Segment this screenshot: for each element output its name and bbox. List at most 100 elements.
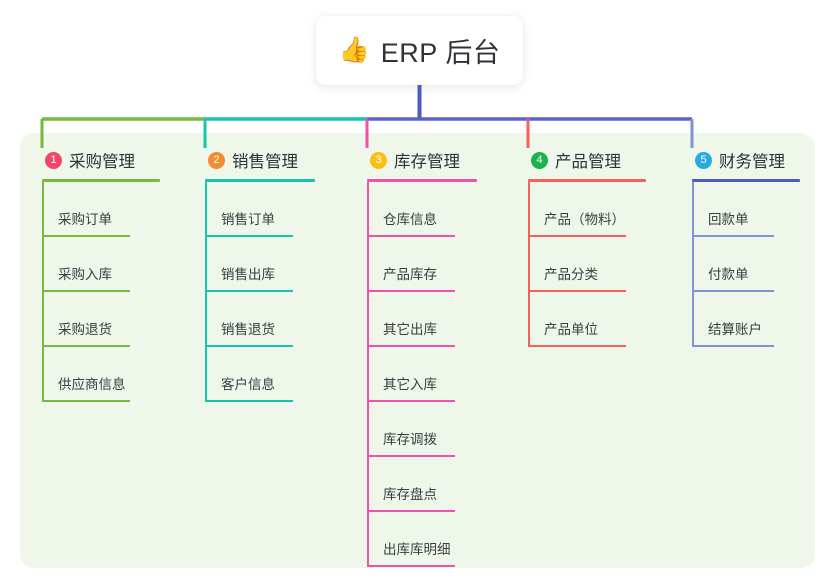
branch-column-5: 5 财务管理回款单付款单结算账户 [692, 143, 800, 347]
branch-item[interactable]: 其它出库 [367, 292, 477, 347]
branch-item-label: 销售退货 [221, 322, 275, 337]
branch-header-5[interactable]: 5 财务管理 [692, 143, 800, 177]
branch-item-label: 产品单位 [544, 322, 598, 337]
branch-item[interactable]: 采购入库 [42, 237, 160, 292]
branch-item-rule [692, 235, 774, 237]
branch-item-rule [692, 290, 774, 292]
branch-item-rule [367, 565, 455, 567]
branch-item-rule [205, 345, 293, 347]
branch-spine [42, 182, 44, 402]
branch-item[interactable]: 产品分类 [528, 237, 646, 292]
root-node-erp-backend[interactable]: 👍 ERP 后台 [316, 16, 523, 85]
branch-item-rule [42, 345, 130, 347]
branch-item[interactable]: 其它入库 [367, 347, 477, 402]
branch-item-list: 采购订单采购入库采购退货供应商信息 [42, 182, 160, 402]
branch-item[interactable]: 客户信息 [205, 347, 315, 402]
branch-item[interactable]: 产品（物料） [528, 182, 646, 237]
branch-item-rule [367, 400, 455, 402]
branch-item-rule [205, 235, 293, 237]
branch-item-list: 回款单付款单结算账户 [692, 182, 800, 347]
branch-item[interactable]: 销售退货 [205, 292, 315, 347]
branch-number-badge: 5 [695, 151, 712, 169]
branch-item-rule [528, 345, 626, 347]
branch-item-label: 采购入库 [58, 267, 112, 282]
branch-number-badge: 2 [208, 151, 225, 169]
branch-item-label: 销售订单 [221, 212, 275, 227]
branch-item-rule [528, 290, 626, 292]
branch-item[interactable]: 采购退货 [42, 292, 160, 347]
branch-title: 库存管理 [394, 153, 460, 171]
branch-item-label: 产品（物料） [544, 212, 625, 227]
branch-item[interactable]: 库存调拨 [367, 402, 477, 457]
branch-item-label: 供应商信息 [58, 377, 126, 392]
branch-title: 销售管理 [232, 153, 298, 171]
branch-column-3: 3 库存管理仓库信息产品库存其它出库其它入库库存调拨库存盘点出库库明细 [367, 143, 477, 567]
branch-item-label: 回款单 [708, 212, 749, 227]
branch-item-list: 产品（物料） 产品分类产品单位 [528, 182, 646, 347]
branch-number-badge: 3 [370, 151, 387, 169]
root-node-title: ERP 后台 [380, 38, 501, 68]
branch-item-label: 付款单 [708, 267, 749, 282]
branch-item-rule [42, 290, 130, 292]
branch-item-rule [692, 345, 774, 347]
branch-header-4[interactable]: 4 产品管理 [528, 143, 646, 177]
branch-column-1: 1 采购管理采购订单采购入库采购退货供应商信息 [42, 143, 160, 402]
branch-item-label: 产品库存 [383, 267, 437, 282]
branch-item-rule [205, 400, 293, 402]
branch-item-label: 出库库明细 [383, 542, 451, 557]
branch-number-badge: 4 [531, 151, 548, 169]
branch-item[interactable]: 销售订单 [205, 182, 315, 237]
branch-header-rule [692, 179, 800, 182]
branch-item[interactable]: 仓库信息 [367, 182, 477, 237]
branch-item-label: 销售出库 [221, 267, 275, 282]
branch-item-rule [42, 400, 130, 402]
branch-item-label: 结算账户 [708, 322, 762, 337]
branch-item-label: 其它入库 [383, 377, 437, 392]
branch-item-list: 销售订单销售出库销售退货客户信息 [205, 182, 315, 402]
branch-title: 财务管理 [719, 153, 785, 171]
diagram-backdrop-panel [20, 133, 815, 568]
branch-item-rule [205, 290, 293, 292]
branch-item-label: 产品分类 [544, 267, 598, 282]
branch-item[interactable]: 供应商信息 [42, 347, 160, 402]
branch-header-rule [205, 179, 315, 182]
branch-item-label: 采购退货 [58, 322, 112, 337]
branch-item-label: 仓库信息 [383, 212, 437, 227]
branch-header-rule [42, 179, 160, 182]
branch-item[interactable]: 产品库存 [367, 237, 477, 292]
branch-item[interactable]: 付款单 [692, 237, 800, 292]
branch-item-rule [42, 235, 130, 237]
branch-title: 产品管理 [555, 153, 621, 171]
branch-spine [205, 182, 207, 402]
branch-spine [528, 182, 530, 347]
branch-item-rule [367, 510, 455, 512]
branch-item-rule [367, 290, 455, 292]
branch-item-list: 仓库信息产品库存其它出库其它入库库存调拨库存盘点出库库明细 [367, 182, 477, 567]
branch-title: 采购管理 [69, 153, 135, 171]
thumbs-up-icon: 👍 [338, 36, 370, 64]
branch-item[interactable]: 库存盘点 [367, 457, 477, 512]
branch-item-rule [367, 455, 455, 457]
branch-number-badge: 1 [45, 151, 62, 169]
branch-item[interactable]: 产品单位 [528, 292, 646, 347]
branch-header-rule [367, 179, 477, 182]
branch-header-3[interactable]: 3 库存管理 [367, 143, 477, 177]
branch-item-label: 客户信息 [221, 377, 275, 392]
branch-item[interactable]: 结算账户 [692, 292, 800, 347]
branch-item[interactable]: 出库库明细 [367, 512, 477, 567]
branch-item[interactable]: 采购订单 [42, 182, 160, 237]
branch-spine [367, 182, 369, 567]
branch-item-label: 其它出库 [383, 322, 437, 337]
branch-item-label: 库存调拨 [383, 432, 437, 447]
branch-item-rule [528, 235, 626, 237]
branch-header-2[interactable]: 2 销售管理 [205, 143, 315, 177]
branch-item[interactable]: 回款单 [692, 182, 800, 237]
branch-spine [692, 182, 694, 347]
branch-item-label: 采购订单 [58, 212, 112, 227]
branch-column-2: 2 销售管理销售订单销售出库销售退货客户信息 [205, 143, 315, 402]
branch-item[interactable]: 销售出库 [205, 237, 315, 292]
branch-header-1[interactable]: 1 采购管理 [42, 143, 160, 177]
branch-item-label: 库存盘点 [383, 487, 437, 502]
branch-header-rule [528, 179, 646, 182]
